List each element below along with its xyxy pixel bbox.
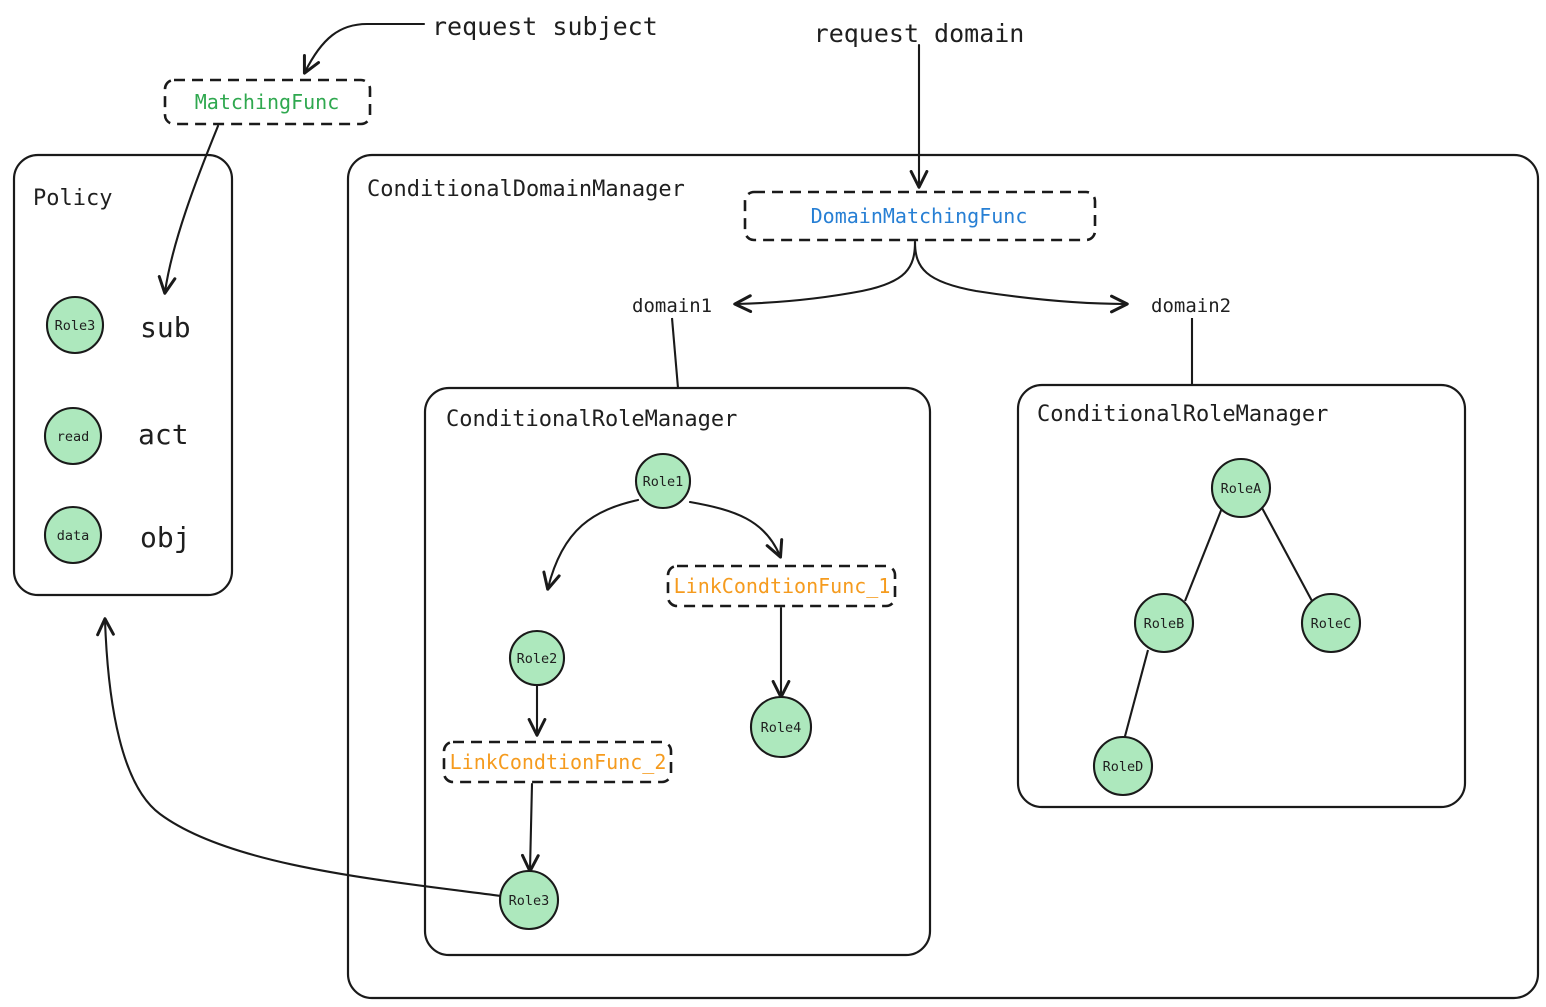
annotation-request-domain: request domain: [814, 19, 1025, 48]
policy-field-act: act: [138, 418, 189, 451]
node-role3-label: Role3: [509, 893, 550, 909]
edge-domain-matching-func-to-domain1: [733, 240, 917, 313]
policy-title: Policy: [33, 186, 112, 211]
node-role1[interactable]: [634, 452, 692, 510]
edge-roleb-to-roled: [1122, 649, 1150, 741]
role-manager-right-container: [1016, 383, 1467, 809]
edge-rolea-to-roleb: [1184, 507, 1223, 602]
policy-node-data-label: data: [57, 528, 90, 544]
node-rolea-label: RoleA: [1221, 481, 1262, 497]
node-roled-label: RoleD: [1103, 759, 1144, 775]
node-role2[interactable]: [508, 629, 566, 687]
policy-node-read[interactable]: [43, 406, 103, 466]
role-manager-left-title: ConditionalRoleManager: [446, 407, 737, 432]
policy-node-data[interactable]: [43, 505, 103, 565]
conditional-domain-manager-title: ConditionalDomainManager: [367, 177, 685, 202]
domain-matching-func-label: DomainMatchingFunc: [811, 204, 1028, 228]
link-condition-func-2-box[interactable]: [442, 740, 673, 784]
matching-func-box[interactable]: [163, 78, 372, 126]
edge-rolea-to-rolec: [1260, 505, 1313, 602]
node-role3[interactable]: [498, 869, 560, 931]
edge-role1-to-link-condition-func-1: [688, 500, 784, 559]
link-condition-func-1-box[interactable]: [666, 564, 897, 608]
edge-link-condition-func-2-to-role3: [520, 782, 540, 873]
link-condition-func-2-label: LinkCondtionFunc_2: [450, 750, 667, 774]
policy-field-obj: obj: [140, 521, 191, 554]
edge-role1-to-role2: [542, 498, 640, 591]
node-roled[interactable]: [1092, 735, 1154, 797]
policy-node-role3-label: Role3: [55, 318, 96, 334]
node-roleb-label: RoleB: [1144, 616, 1185, 632]
node-role1-label: Role1: [643, 474, 684, 490]
edge-matching-func-to-policy-sub: [157, 124, 220, 295]
policy-field-sub: sub: [140, 311, 191, 344]
policy-node-read-label: read: [57, 429, 90, 445]
edge-domain-matching-func-to-domain2: [913, 240, 1129, 314]
domain2-label: domain2: [1151, 295, 1231, 317]
link-condition-func-1-label: LinkCondtionFunc_1: [674, 574, 891, 598]
edge-role3-to-policy: [96, 617, 503, 898]
node-rolec-label: RoleC: [1311, 616, 1352, 632]
edge-request-subject-to-matching-func: [302, 22, 426, 75]
edge-domain1-to-role-manager-left: [670, 317, 680, 389]
node-role2-label: Role2: [517, 651, 558, 667]
policy-container: [12, 153, 234, 597]
policy-node-role3[interactable]: [45, 295, 105, 355]
node-role4[interactable]: [749, 695, 813, 759]
matching-func-label: MatchingFunc: [195, 90, 340, 114]
domain1-label: domain1: [632, 295, 712, 317]
node-roleb[interactable]: [1133, 592, 1195, 654]
role-manager-right-title: ConditionalRoleManager: [1037, 402, 1328, 427]
domain-matching-func-box[interactable]: [743, 190, 1097, 242]
node-rolec[interactable]: [1300, 592, 1362, 654]
annotation-request-subject: request subject: [432, 12, 658, 41]
node-rolea[interactable]: [1210, 457, 1272, 519]
node-role4-label: Role4: [761, 720, 802, 736]
